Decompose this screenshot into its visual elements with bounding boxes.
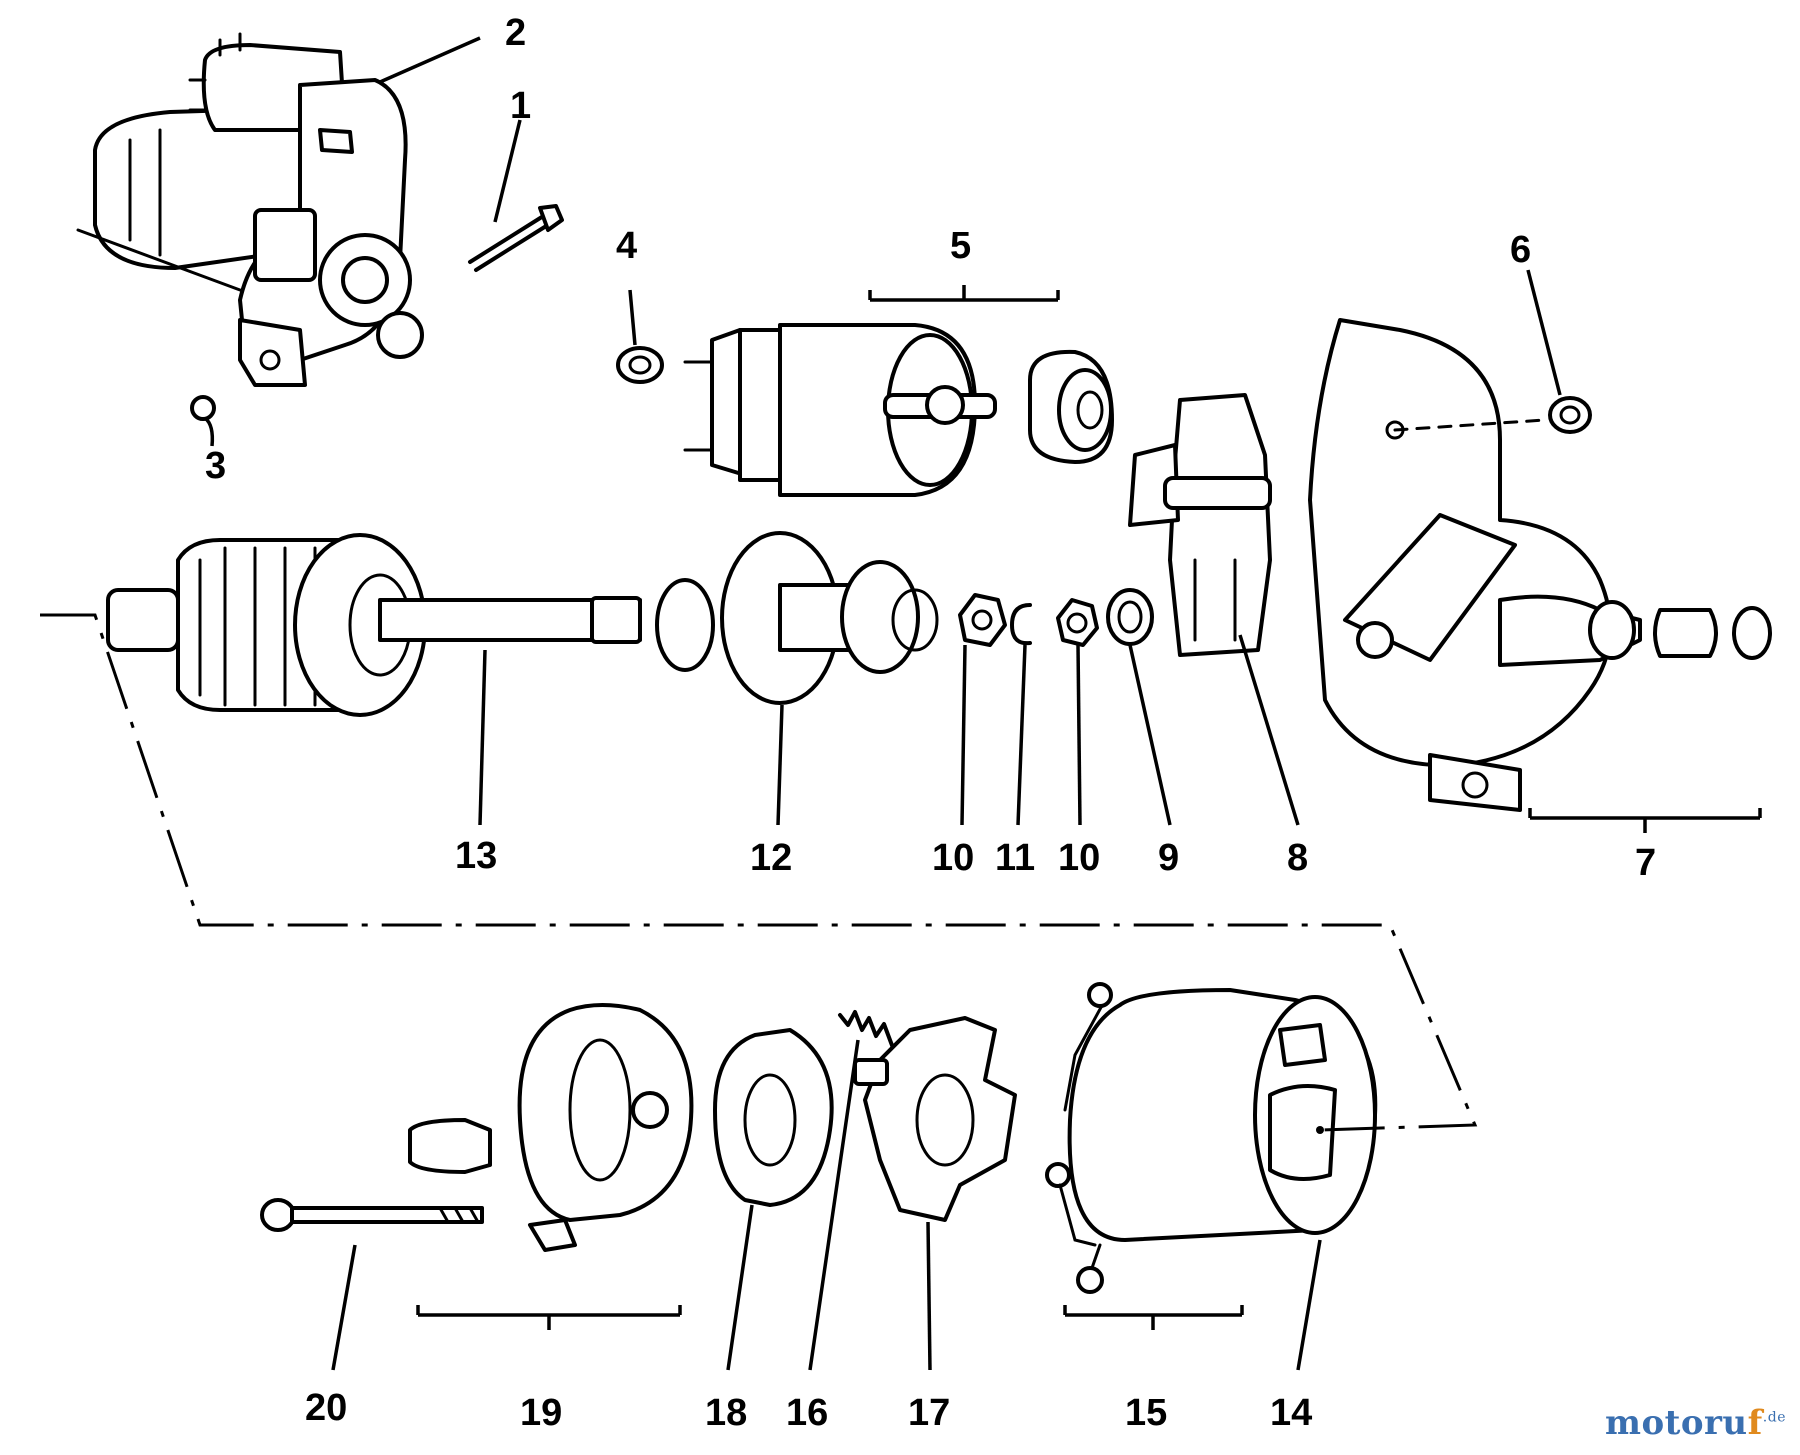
label-part-13: 13	[455, 835, 497, 877]
bushing-part-7	[1653, 606, 1772, 660]
snap-ring-part-11	[1010, 603, 1032, 646]
label-part-19: 19	[520, 1392, 562, 1434]
assembled-starter-motor	[76, 32, 424, 387]
assembly-centerline	[40, 613, 1478, 1132]
through-bolt-part-20	[260, 1198, 484, 1232]
solenoid-plunger-cap	[1028, 349, 1114, 464]
nut-part-4	[616, 346, 664, 384]
label-part-17: 17	[908, 1392, 950, 1434]
label-part-7: 7	[1635, 842, 1656, 884]
label-part-1: 1	[510, 85, 531, 127]
field-leads-part-15	[1045, 982, 1113, 1294]
motoruf-watermark-logo: motoruf.de	[1605, 1403, 1786, 1443]
label-part-6: 6	[1510, 229, 1531, 271]
label-part-12: 12	[750, 837, 792, 879]
solenoid-part-5	[683, 323, 997, 497]
label-part-14: 14	[1270, 1392, 1312, 1434]
label-part-4: 4	[616, 225, 637, 267]
shift-lever-part-8	[1128, 393, 1272, 657]
watermark-tld: .de	[1762, 1409, 1786, 1426]
drive-housing-part-7	[1308, 318, 1642, 812]
collar-part-10-b	[1056, 598, 1099, 647]
end-cover-part-19	[408, 1003, 694, 1252]
leader-lines	[203, 36, 1762, 1371]
label-part-20: 20	[305, 1387, 347, 1429]
assembly-line-end-dot	[1316, 1126, 1324, 1134]
label-part-16: 16	[786, 1392, 828, 1434]
collar-part-10-a	[958, 593, 1007, 647]
label-part-3: 3	[205, 445, 226, 487]
washer-part-9	[1106, 588, 1154, 646]
label-part-5: 5	[950, 225, 971, 267]
armature-part-13	[106, 533, 642, 717]
watermark-accent: f	[1747, 1403, 1763, 1443]
spring-part-16	[838, 1010, 895, 1050]
label-part-10-b: 10	[1058, 837, 1100, 879]
brush-plate-part-18	[713, 1028, 834, 1207]
label-part-8: 8	[1287, 837, 1308, 879]
watermark-base: motoru	[1604, 1403, 1748, 1443]
label-part-10-a: 10	[932, 837, 974, 879]
part-labels: 2 1 3 4 5 6 7 8 9 10 11 10 12 13 14 15 1…	[205, 12, 1656, 1434]
bolt-part-1	[468, 204, 564, 272]
brush-holder-part-17	[853, 1016, 1017, 1222]
nut-part-3	[190, 395, 216, 421]
label-part-2: 2	[505, 12, 526, 54]
field-frame-part-14	[1067, 988, 1378, 1242]
clutch-pinion-part-12	[655, 531, 939, 705]
label-part-9: 9	[1158, 837, 1179, 879]
label-part-18: 18	[705, 1392, 747, 1434]
label-part-11: 11	[995, 837, 1035, 879]
nut-part-6	[1548, 396, 1592, 434]
label-part-15: 15	[1125, 1392, 1167, 1434]
